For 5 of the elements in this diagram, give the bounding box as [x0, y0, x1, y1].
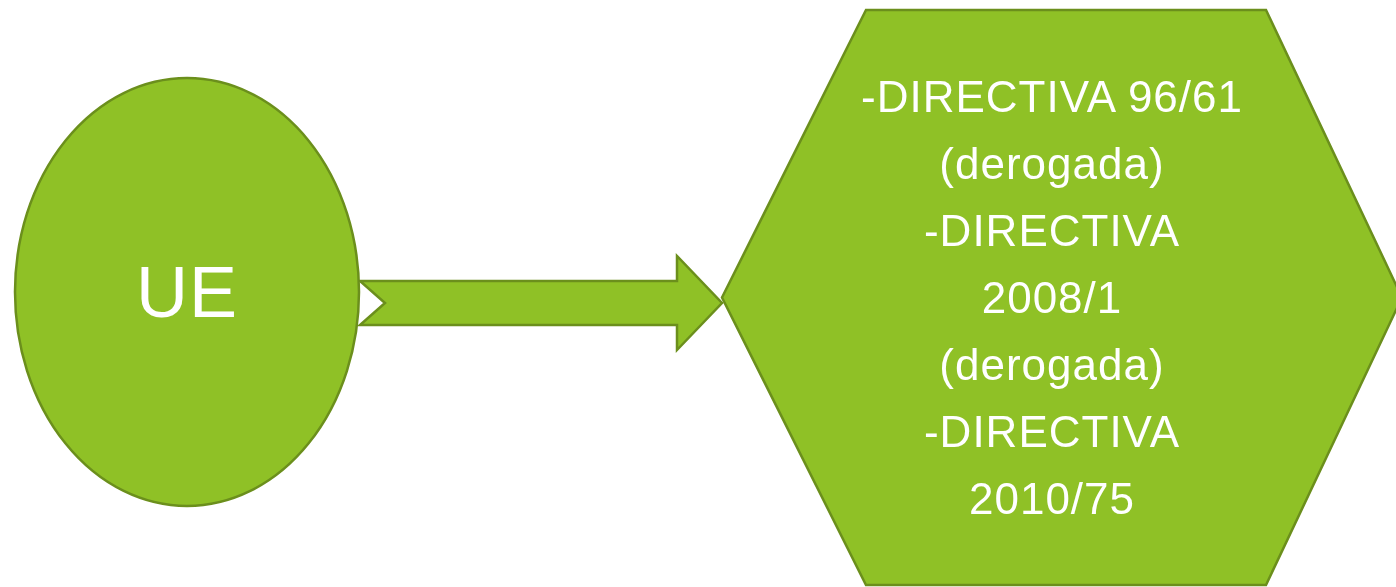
node-label: -DIRECTIVA 2008/1 (derogada): [922, 205, 1182, 391]
node-label: -DIRECTIVA 96/61 (derogada): [860, 71, 1244, 190]
node-label: -DIRECTIVA 2010/75: [922, 406, 1182, 525]
node-label: UE: [136, 252, 238, 332]
block-arrow: [356, 252, 724, 354]
